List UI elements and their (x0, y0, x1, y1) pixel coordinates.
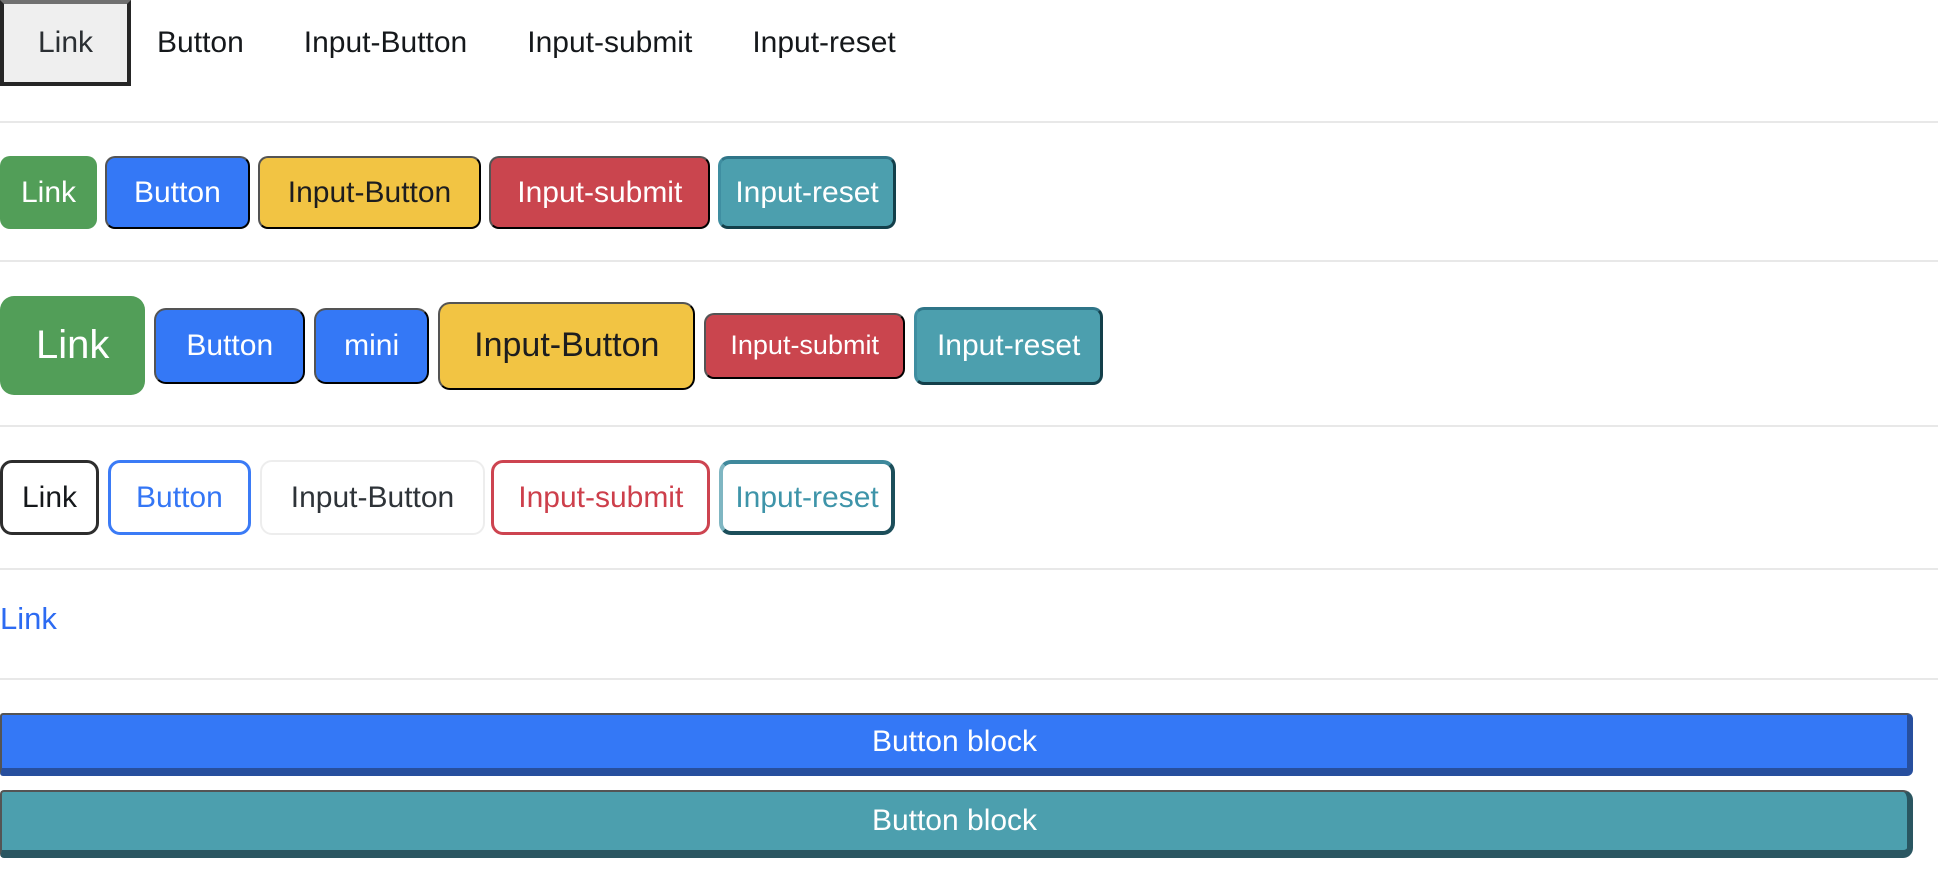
divider (0, 425, 1938, 427)
row-default-buttons: Link Button Input-Button Input-submit In… (0, 0, 896, 86)
input-button-default[interactable]: Input-Button (303, 26, 468, 59)
button-block-teal[interactable]: Button block (0, 790, 1913, 858)
input-reset-teal[interactable]: Input-reset (913, 306, 1104, 385)
input-submit-small-red[interactable]: Input-submit (704, 312, 905, 379)
input-button-outline[interactable]: Input-Button (259, 460, 486, 535)
button-mini-blue[interactable]: mini (314, 307, 430, 384)
row-sized-buttons: Link Button mini Input-Button Input-subm… (0, 296, 1104, 395)
link-large-green[interactable]: Link (0, 296, 146, 395)
divider (0, 568, 1938, 570)
input-submit-default[interactable]: Input-submit (527, 26, 693, 59)
link-outline[interactable]: Link (0, 460, 100, 535)
input-reset-solid-teal[interactable]: Input-reset (718, 156, 896, 229)
divider (0, 260, 1938, 262)
input-reset-default[interactable]: Input-reset (752, 26, 896, 59)
input-button-yellow[interactable]: Input-Button (438, 301, 696, 390)
button-solid-blue[interactable]: Button (105, 156, 250, 229)
button-default[interactable]: Button (157, 26, 244, 59)
divider (0, 678, 1938, 680)
row-outline-buttons: Link Button Input-Button Input-submit In… (0, 460, 895, 535)
input-reset-outline-teal[interactable]: Input-reset (719, 460, 895, 535)
input-submit-outline-red[interactable]: Input-submit (491, 460, 711, 535)
input-button-solid-yellow[interactable]: Input-Button (257, 156, 482, 229)
input-submit-solid-red[interactable]: Input-submit (489, 156, 711, 229)
button-block-blue[interactable]: Button block (0, 713, 1913, 776)
divider (0, 121, 1938, 123)
row-text-link: Link (0, 598, 57, 640)
text-link[interactable]: Link (0, 601, 57, 636)
button-blue[interactable]: Button (154, 307, 306, 384)
link-default[interactable]: Link (0, 0, 132, 86)
button-outline-blue[interactable]: Button (108, 460, 251, 535)
row-solid-buttons: Link Button Input-Button Input-submit In… (0, 156, 896, 229)
link-solid-green[interactable]: Link (0, 156, 98, 229)
